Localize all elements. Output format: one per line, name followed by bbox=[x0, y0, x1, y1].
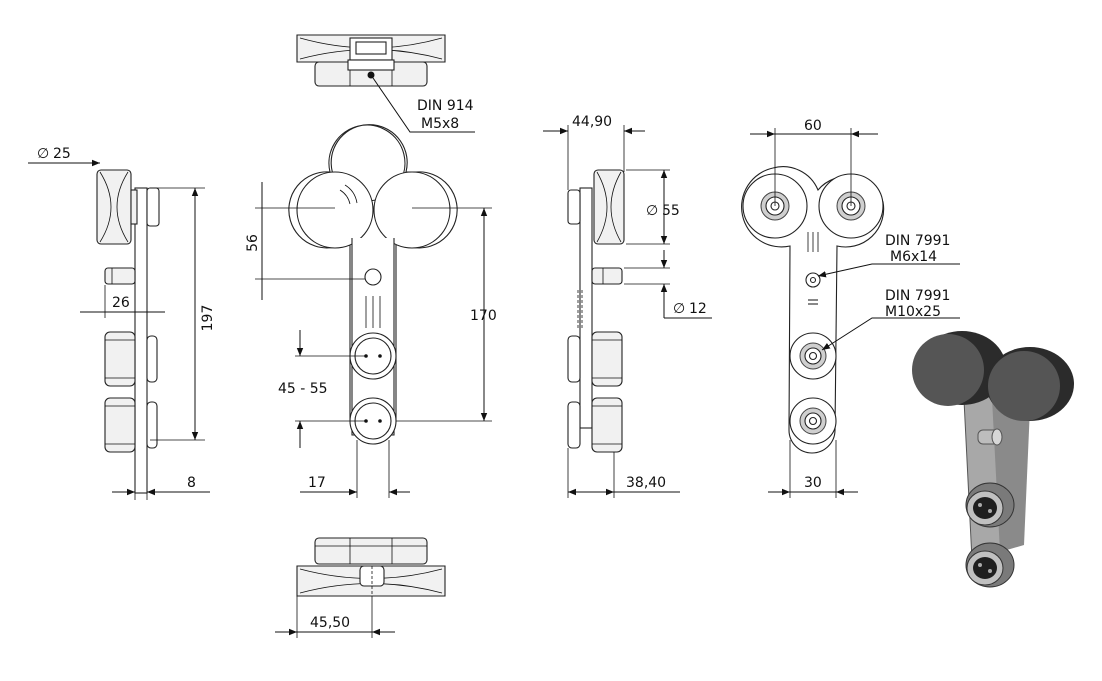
top-view: DIN 914 M5x8 bbox=[296, 34, 475, 133]
callout-din914-size: M5x8 bbox=[421, 116, 459, 132]
callout-din7991-small-std: DIN 7991 bbox=[885, 233, 950, 249]
dim-45-50: 45,50 bbox=[310, 615, 350, 631]
front-view: 56 170 45 - 55 17 bbox=[245, 124, 497, 498]
dim-17: 17 bbox=[308, 475, 326, 491]
dim-44-90: 44,90 bbox=[572, 114, 612, 130]
side-view-left: ∅ 25 197 26 8 bbox=[28, 146, 216, 500]
isometric-render bbox=[912, 331, 1074, 588]
dim-25: 25 bbox=[53, 146, 71, 162]
dim-38-40: 38,40 bbox=[626, 475, 666, 491]
callout-din7991-large-size: M10x25 bbox=[885, 304, 941, 320]
dim-12: 12 bbox=[689, 301, 707, 317]
dim-170: 170 bbox=[470, 308, 497, 324]
dim-55: 55 bbox=[662, 203, 680, 219]
bottom-view: 45,50 bbox=[275, 537, 446, 638]
dim-symbol-12: ∅ bbox=[673, 301, 685, 317]
dim-26: 26 bbox=[112, 295, 130, 311]
dim-symbol-55: ∅ bbox=[646, 203, 658, 219]
side-view-right: 44,90 ∅ 55 ∅ 12 38,40 bbox=[543, 114, 712, 498]
dim-56: 56 bbox=[245, 234, 261, 252]
callout-din7991-large-std: DIN 7991 bbox=[885, 288, 950, 304]
dim-30: 30 bbox=[804, 475, 822, 491]
dim-60: 60 bbox=[804, 118, 822, 134]
dim-45-55: 45 - 55 bbox=[278, 381, 328, 397]
dim-symbol-25: ∅ bbox=[37, 146, 49, 162]
back-view: 60 DIN 7991 M6x14 DIN 7991 M10x25 30 bbox=[741, 118, 960, 498]
callout-din7991-small-size: M6x14 bbox=[890, 249, 937, 265]
dim-197: 197 bbox=[200, 305, 216, 332]
callout-din914-std: DIN 914 bbox=[417, 98, 474, 114]
dim-8: 8 bbox=[187, 475, 196, 491]
